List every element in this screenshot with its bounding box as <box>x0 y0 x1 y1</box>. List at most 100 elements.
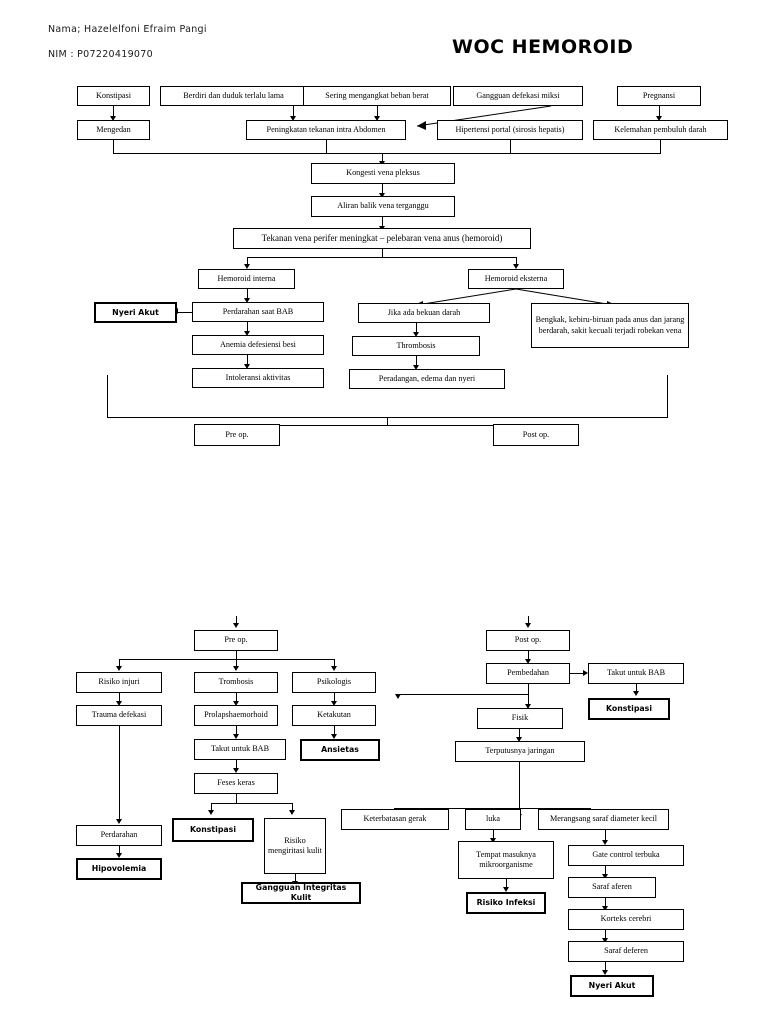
connector-prolaps-takutbab <box>236 726 237 735</box>
node-risiko-injuri: Risiko injuri <box>76 672 162 693</box>
connector-deferen-nyeri <box>605 962 606 971</box>
arrowhead-feses-keras <box>233 768 239 773</box>
node-mengangkat-beban: Sering mengangkat beban berat <box>303 86 451 106</box>
node-pembedahan: Pembedahan <box>486 663 570 684</box>
node-hipertensi-portal: Hipertensi portal (sirosis hepatis) <box>437 120 583 140</box>
collector-left-leg-outcome <box>107 375 108 417</box>
node-hemoroid-eksterna: Hemoroid eksterna <box>468 269 564 289</box>
collector-leg-mengedan <box>113 140 114 153</box>
arrowhead-nyeri-akut-2 <box>602 970 608 975</box>
arrowhead-anemia <box>244 331 250 336</box>
node-merangsang-saraf: Merangsang saraf diameter kecil <box>538 809 669 830</box>
connector-perdarahan-hipovolemia <box>119 846 120 855</box>
node-keterbatasan-gerak: Keterbatasan gerak <box>341 809 449 830</box>
node-nyeri-akut-1: Nyeri Akut <box>94 302 177 323</box>
arrowhead-perdarahan-bab <box>244 298 250 303</box>
node-psikologis: Psikologis <box>292 672 376 693</box>
node-korteks-cerebri: Korteks cerebri <box>568 909 684 930</box>
node-takut-bab-1: Takut untuk BAB <box>194 739 286 760</box>
split-leg-psikologis <box>334 659 335 668</box>
node-terputusnya-jaringan: Terputusnya jaringan <box>455 741 585 762</box>
arrowhead-intoleransi <box>244 364 250 369</box>
connector-perdarahan-anemia <box>247 322 248 333</box>
arrowhead-preop-bottom <box>233 623 239 628</box>
arrowhead-tempat-masuk <box>490 838 496 843</box>
node-aliran-balik: Aliran balik vena terganggu <box>311 196 455 217</box>
arrowhead-trauma-defekasi <box>116 701 122 706</box>
collector-right-leg-outcome <box>667 375 668 417</box>
node-trombosis: Trombosis <box>194 672 278 693</box>
arrowhead-risiko-injuri <box>116 666 122 671</box>
node-risiko-infeksi: Risiko Infeksi <box>466 892 546 914</box>
connector-beban-peningkatan <box>377 106 378 118</box>
node-fisik: Fisik <box>477 708 563 729</box>
arrowhead-peningkatan-b <box>374 116 380 121</box>
connector-aferen-korteks <box>605 898 606 907</box>
node-gate-control: Gate control terbuka <box>568 845 684 866</box>
collector-stem-outcome <box>387 417 388 425</box>
connector-anemia-intoleransi <box>247 355 248 366</box>
node-saraf-aferen: Saraf aferen <box>568 877 656 898</box>
node-prolapshaemorhoid: Prolapshaemorhoid <box>194 705 278 726</box>
connector-luka-tempat <box>493 830 494 839</box>
split-leg-trombosis <box>236 659 237 668</box>
student-name-line: Nama; Hazelelfoni Efraim Pangi <box>48 24 207 35</box>
node-peningkatan-tekanan: Peningkatan tekanan intra Abdomen <box>246 120 406 140</box>
student-nim-line: NIM : P07220419070 <box>48 49 153 60</box>
node-konstipasi-top: Konstipasi <box>77 86 150 106</box>
node-gangguan-integritas: Gangguan Integritas Kulit <box>241 882 361 904</box>
split-leg-eksterna <box>516 257 517 266</box>
connector-konstipasi-mengedan <box>113 106 114 118</box>
arrowhead-terputusnya <box>516 737 522 742</box>
node-pre-op-top: Pre op. <box>194 424 280 446</box>
arrowhead-interna <box>244 264 250 269</box>
arrowhead-konstipasi-pre <box>208 810 214 815</box>
node-perdarahan-bottom: Perdarahan <box>76 825 162 846</box>
connector-berdiri-peningkatan <box>293 106 294 118</box>
collector-leg-hipertensi <box>510 140 511 153</box>
arrowhead-hipovolemia <box>116 853 122 858</box>
node-ansietas: Ansietas <box>300 739 380 761</box>
connector-takutbab-konstipasi-post <box>636 684 637 693</box>
collector-leg-kelemahan <box>660 140 661 153</box>
arrowhead-aliran <box>379 193 385 198</box>
split-bar-outcome <box>237 425 537 426</box>
node-anemia: Anemia defesiensi besi <box>192 335 324 355</box>
connector-pembedahan-left-bar <box>398 694 529 695</box>
node-thrombosis: Thrombosis <box>352 336 480 356</box>
split-stem-hemoroid <box>382 249 383 257</box>
arrowhead-trombosis <box>233 666 239 671</box>
node-luka: luka <box>465 809 521 830</box>
connector-pregnansi-kelemahan <box>659 106 660 118</box>
node-berdiri-duduk: Berdiri dan duduk terlalu lama <box>160 86 307 106</box>
page-title: WOC HEMOROID <box>452 36 634 58</box>
split-leg-konstipasi-pre <box>211 803 212 812</box>
connector-merangsang-gate <box>605 830 606 842</box>
connector-thrombosis-peradangan <box>416 356 417 367</box>
connector-aliran-tekanan <box>382 217 383 228</box>
arrowhead-eksterna <box>513 264 519 269</box>
node-konstipasi-post: Konstipasi <box>588 698 670 720</box>
node-nyeri-akut-2: Nyeri Akut <box>570 975 654 997</box>
connector-pembedahan-down <box>528 684 529 706</box>
connector-korteks-deferen <box>605 930 606 939</box>
connector-fisik-terputusnya <box>519 729 520 738</box>
arrowhead-risiko-infeksi <box>503 887 509 892</box>
node-pre-op-bottom: Pre op. <box>194 630 278 651</box>
connector-trombosis-prolaps <box>236 693 237 702</box>
connector-kongesti-aliran <box>382 184 383 195</box>
node-bengkak: Bengkak, kebiru-biruan pada anus dan jar… <box>531 303 689 348</box>
node-konstipasi-pre: Konstipasi <box>172 818 254 842</box>
node-trauma-defekasi: Trauma defekasi <box>76 705 162 726</box>
arrowhead-peningkatan-a <box>290 116 296 121</box>
node-takut-bab-2: Takut untuk BAB <box>588 663 684 684</box>
split-leg-interna <box>247 257 248 266</box>
arrowhead-perdarahan-bottom <box>116 819 122 824</box>
arrowhead-prolaps <box>233 701 239 706</box>
collector-bar-row2 <box>113 153 661 154</box>
connector-ketakutan-ansietas <box>334 726 335 735</box>
node-gangguan-defekasi: Gangguan defekasi miksi <box>453 86 583 106</box>
node-perdarahan-bab: Perdarahan saat BAB <box>192 302 324 322</box>
node-kongesti: Kongesti vena pleksus <box>311 163 455 184</box>
